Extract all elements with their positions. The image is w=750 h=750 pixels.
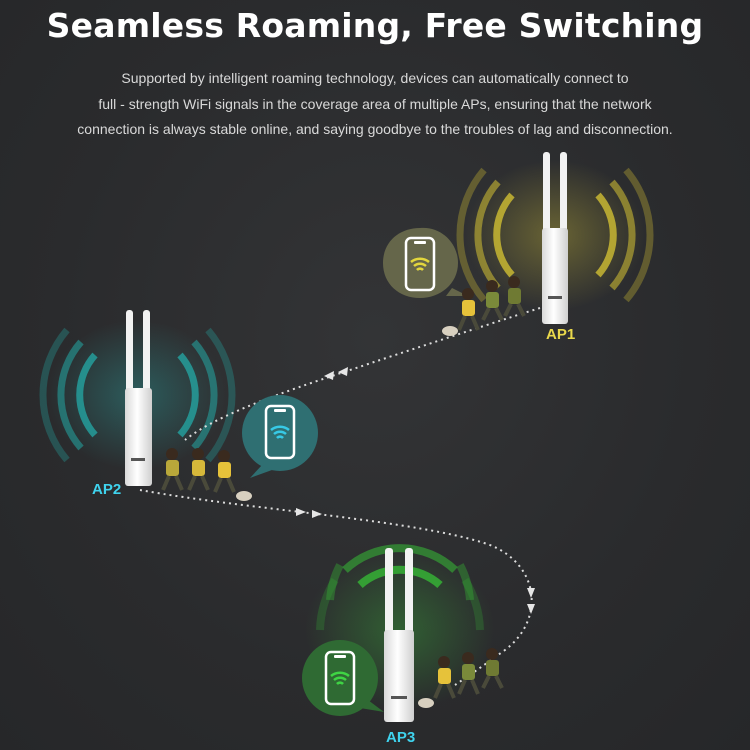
path-arrow-icon bbox=[527, 588, 535, 598]
description-line: full - strength WiFi signals in the cove… bbox=[98, 95, 652, 112]
path-arrow-icon bbox=[338, 367, 348, 376]
ap3-device bbox=[384, 548, 414, 722]
ap3-phone-bubble bbox=[302, 640, 384, 716]
ap2-label: AP2 bbox=[92, 481, 122, 498]
walking-people-group-ap1 bbox=[442, 276, 526, 336]
walking-people-group-ap3 bbox=[418, 648, 504, 708]
roaming-path bbox=[139, 307, 541, 686]
ap3-label: AP3 bbox=[386, 729, 416, 746]
page-title: Seamless Roaming, Free Switching bbox=[46, 6, 704, 45]
path-arrow-icon bbox=[527, 604, 535, 614]
path-arrow-icon bbox=[312, 510, 322, 518]
path-arrow-icon bbox=[324, 371, 334, 380]
path-arrow-icon bbox=[296, 508, 306, 516]
ap2-phone-bubble bbox=[242, 395, 318, 478]
ap1-label: AP1 bbox=[546, 326, 576, 343]
description-line: Supported by intelligent roaming technol… bbox=[121, 70, 629, 86]
description-line: connection is always stable online, and … bbox=[77, 121, 673, 137]
ap1-phone-bubble bbox=[383, 227, 468, 298]
ap1-device bbox=[542, 152, 568, 324]
description-text: Supported by intelligent roaming technol… bbox=[30, 66, 720, 143]
ap2-device bbox=[125, 310, 152, 486]
walking-people-group-ap2 bbox=[161, 448, 252, 501]
